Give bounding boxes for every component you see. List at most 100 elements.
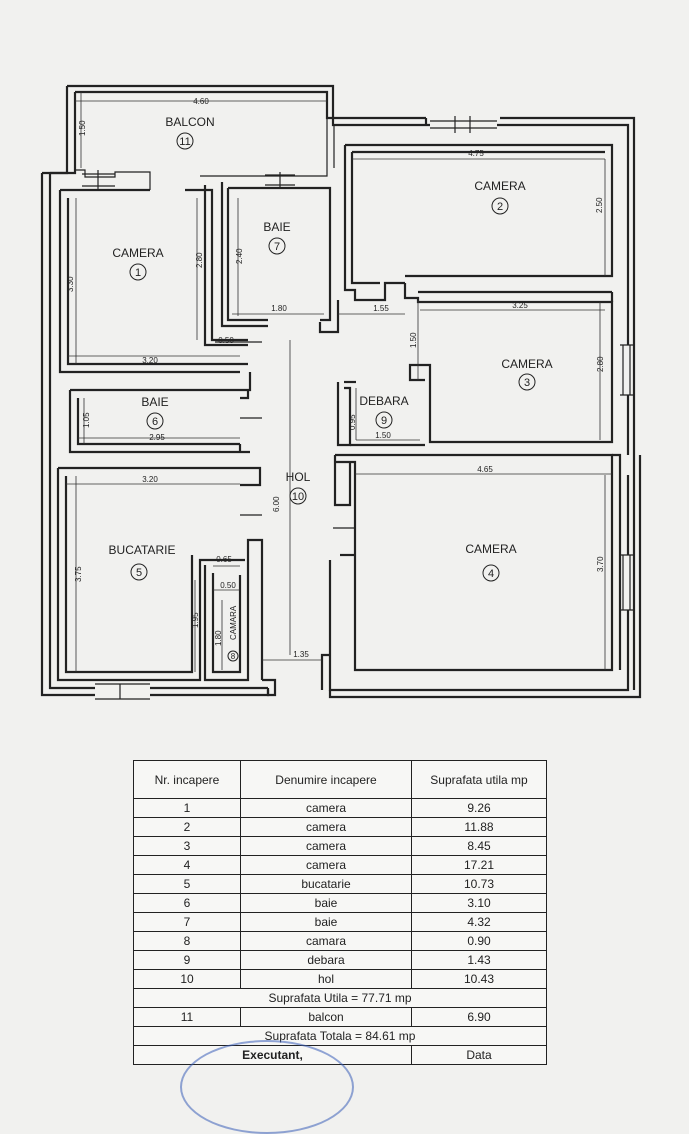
dim-label: 1.55 xyxy=(373,304,389,313)
dim-label: 1.35 xyxy=(293,650,309,659)
dim-label: 2.80 xyxy=(596,356,605,372)
cell-name: baie xyxy=(240,893,412,913)
cell-name: bucatarie xyxy=(240,874,412,894)
room-number-camara: 8 xyxy=(231,652,236,661)
dim-label: 4.75 xyxy=(468,149,484,158)
dim-label: 1.50 xyxy=(409,332,418,348)
balcony-walls xyxy=(75,92,335,190)
room-number-camera-1: 1 xyxy=(135,267,141,279)
room-name-camera-1: CAMERA xyxy=(112,246,163,260)
dim-label: 2.40 xyxy=(235,248,244,264)
header-room-number: Nr. incapere xyxy=(133,760,241,799)
cell-nr: 5 xyxy=(133,874,241,894)
total-row: Suprafata Totala = 84.61 mp xyxy=(133,1026,547,1046)
total-text: Suprafata Totala = 84.61 mp xyxy=(133,1026,547,1046)
dim-label: 0.50 xyxy=(220,581,236,590)
room-number-bucatarie: 5 xyxy=(136,567,142,579)
room-number-camera-2: 2 xyxy=(497,201,503,213)
room-labels: BALCON 11 CAMERA 1 BAIE 7 CAMERA 2 CAMER… xyxy=(109,115,553,662)
room-name-baie-7: BAIE xyxy=(263,220,290,234)
dimension-labels: 4.60 1.50 4.75 2.50 3.30 2.80 2.40 1.80 … xyxy=(66,97,605,659)
cell-nr: 10 xyxy=(133,969,241,989)
stamp-seal xyxy=(180,1040,354,1134)
cell-name: baie xyxy=(240,912,412,932)
dim-label: 1.95 xyxy=(191,612,200,628)
room-number-baie-6: 6 xyxy=(152,416,158,428)
dim-label: 0.65 xyxy=(216,555,232,564)
cell-area: 3.10 xyxy=(411,893,547,913)
cell-name: camera xyxy=(240,817,412,837)
dim-label: 1.05 xyxy=(82,412,91,428)
dim-label: 2.50 xyxy=(595,197,604,213)
dimension-lines xyxy=(66,92,612,672)
room-number-circle xyxy=(146,412,164,430)
cell-area: 4.32 xyxy=(411,912,547,932)
room-number-hol: 10 xyxy=(292,491,304,503)
room-number-circle xyxy=(482,564,500,582)
dim-label: 0.50 xyxy=(218,336,234,345)
dim-label: 1.50 xyxy=(375,431,391,440)
interior-walls xyxy=(56,143,622,682)
cell-nr: 9 xyxy=(133,950,241,970)
room-number-circle xyxy=(518,373,536,391)
room-number-camera-4: 4 xyxy=(488,568,494,580)
dim-label: 1.50 xyxy=(78,120,87,136)
dim-label: 2.80 xyxy=(195,252,204,268)
floor-plan: BALCON 11 CAMERA 1 BAIE 7 CAMERA 2 CAMER… xyxy=(40,84,642,700)
cell-area: 8.45 xyxy=(411,836,547,856)
subtotal-row: Suprafata Utila = 77.71 mp xyxy=(133,988,547,1008)
header-room-area: Suprafata utila mp xyxy=(411,760,547,799)
date-label: Data xyxy=(411,1045,547,1065)
cell-area: 11.88 xyxy=(411,817,547,837)
cell-name: balcon xyxy=(240,1007,412,1027)
cell-area: 6.90 xyxy=(411,1007,547,1027)
room-name-balcon: BALCON xyxy=(165,115,214,129)
cell-name: camera xyxy=(240,836,412,856)
cell-name: camara xyxy=(240,931,412,951)
exterior-walls xyxy=(40,84,642,699)
room-number-circle xyxy=(227,650,239,662)
room-name-baie-6: BAIE xyxy=(141,395,168,409)
cell-nr: 3 xyxy=(133,836,241,856)
room-number-balcon: 11 xyxy=(179,136,190,148)
dim-label: 2.95 xyxy=(149,433,165,442)
cell-name: debara xyxy=(240,950,412,970)
room-number-circle xyxy=(129,263,147,281)
room-name-bucatarie: BUCATARIE xyxy=(109,543,176,557)
room-name-camara: CAMARA xyxy=(229,605,238,640)
dim-label: 4.65 xyxy=(477,465,493,474)
cell-area: 0.90 xyxy=(411,931,547,951)
dim-label: 3.20 xyxy=(142,356,158,365)
cell-area: 17.21 xyxy=(411,855,547,875)
room-area-table: Nr. incapere Denumire incapere Suprafata… xyxy=(133,760,547,1065)
room-number-debara: 9 xyxy=(381,415,387,427)
cell-nr: 2 xyxy=(133,817,241,837)
windows xyxy=(82,116,634,700)
cell-nr: 6 xyxy=(133,893,241,913)
room-name-camera-3: CAMERA xyxy=(501,357,552,371)
cell-name: camera xyxy=(240,798,412,818)
dim-label: 3.25 xyxy=(512,301,528,310)
room-name-debara: DEBARA xyxy=(359,394,408,408)
cell-name: camera xyxy=(240,855,412,875)
dim-label: 3.70 xyxy=(596,556,605,572)
dim-label: 1.80 xyxy=(271,304,287,313)
cell-area: 9.26 xyxy=(411,798,547,818)
dim-label: 3.20 xyxy=(142,475,158,484)
room-number-circle xyxy=(289,487,307,505)
dim-label: 3.30 xyxy=(66,276,75,292)
dim-label: 6.00 xyxy=(272,496,281,512)
room-number-circle xyxy=(268,237,286,255)
dim-label: 3.75 xyxy=(74,566,83,582)
